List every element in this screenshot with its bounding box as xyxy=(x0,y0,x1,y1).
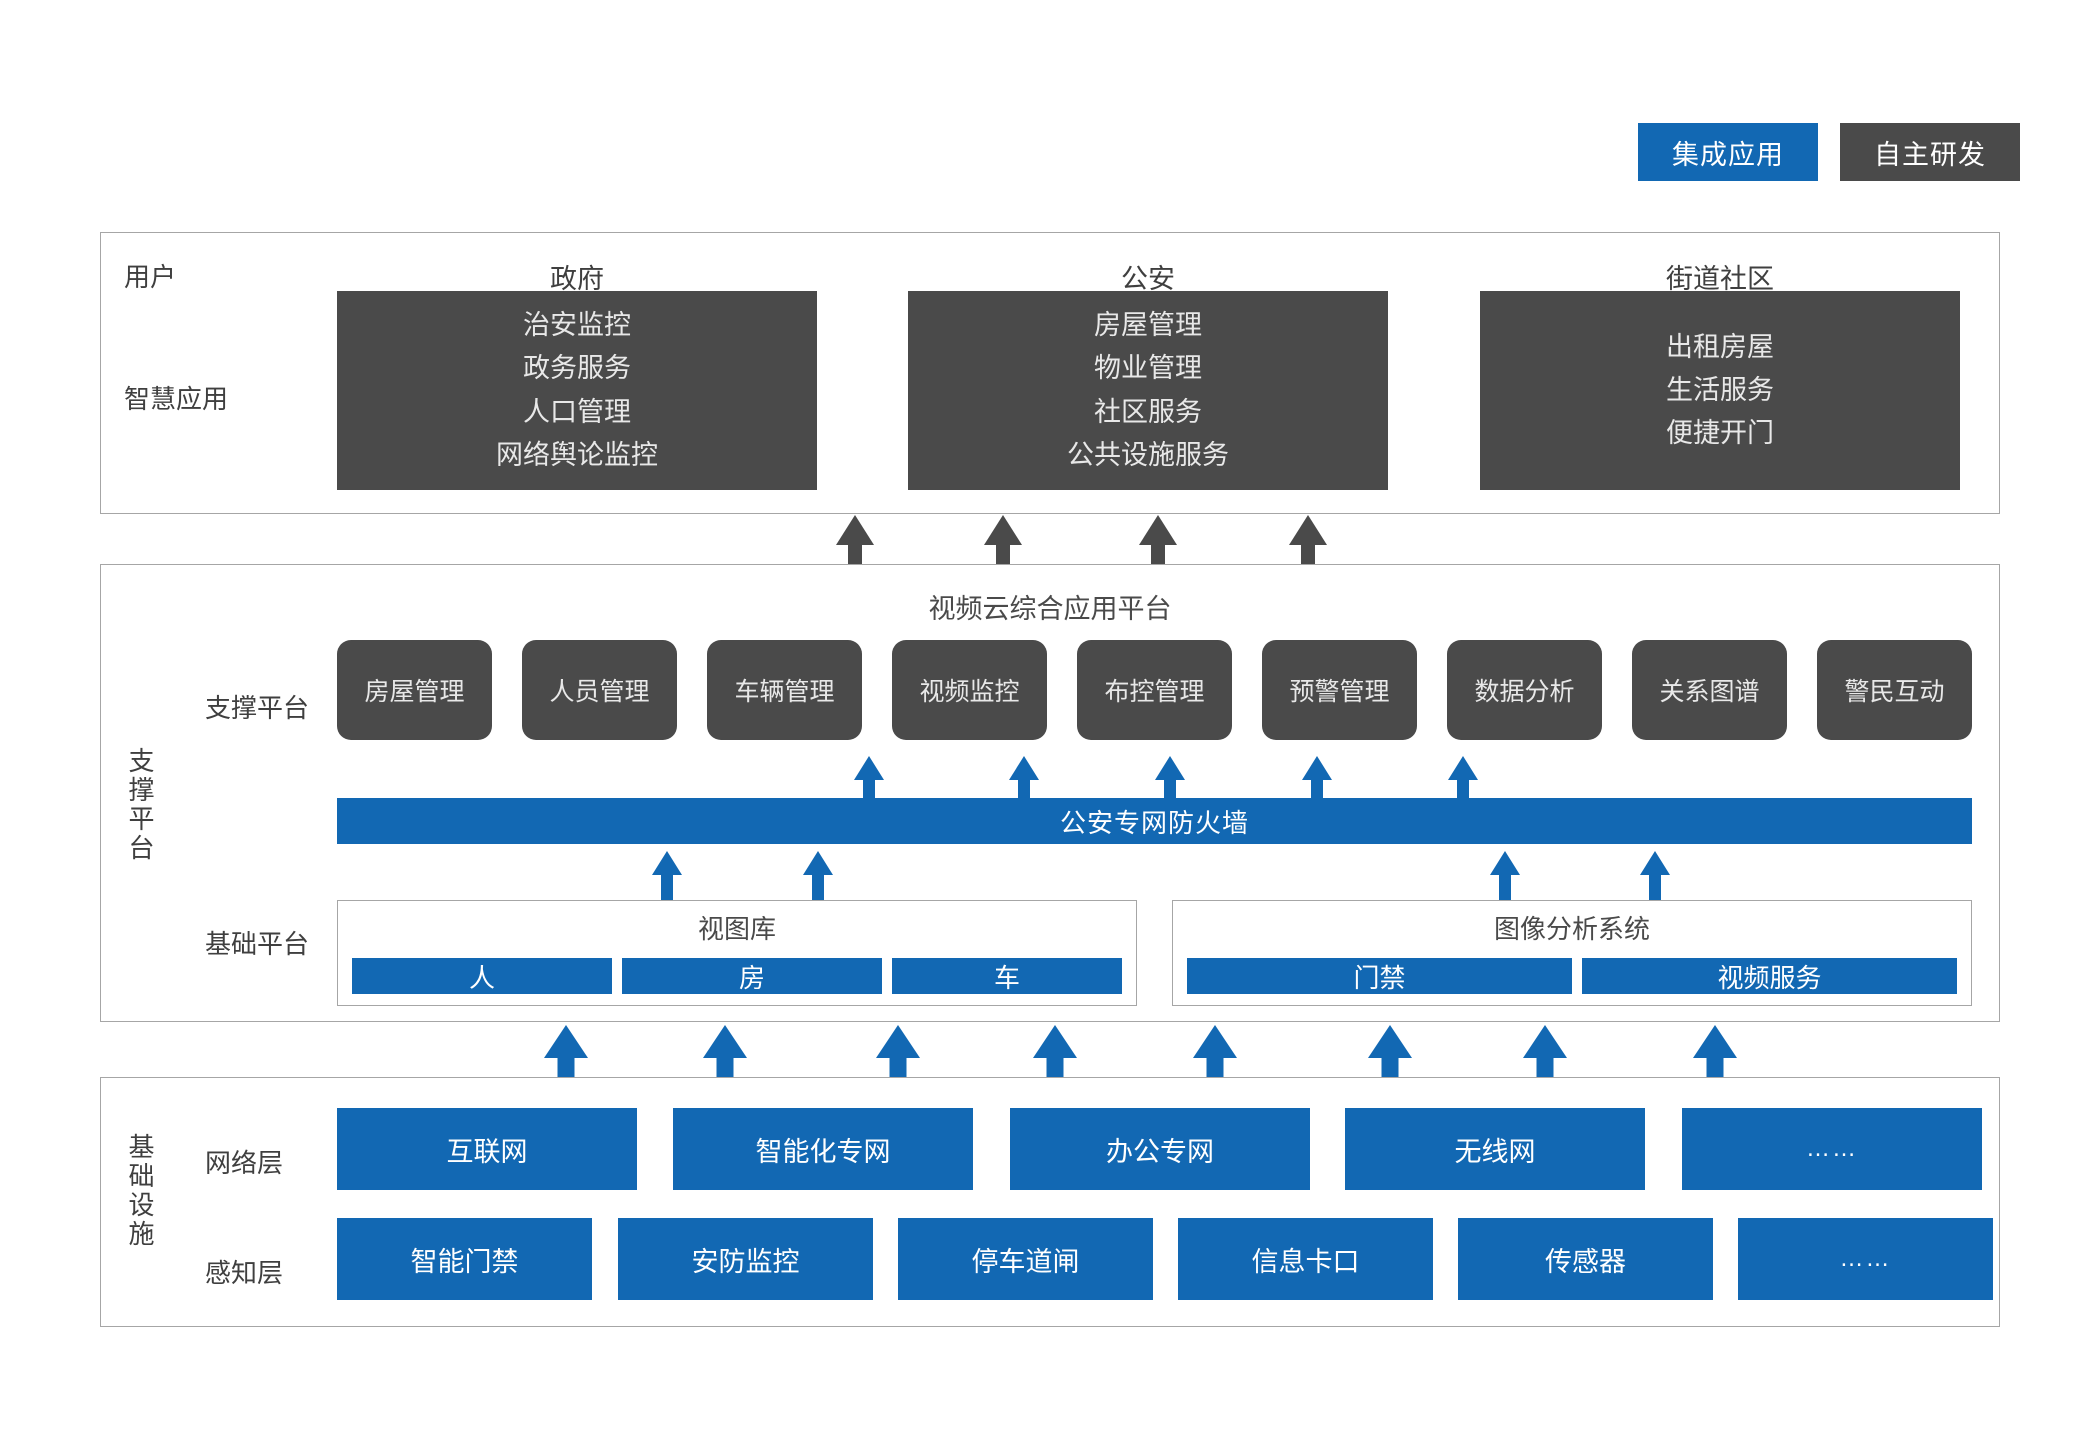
legend-chip-self-developed: 自主研发 xyxy=(1840,123,2020,181)
module-personnel-management[interactable]: 人员管理 xyxy=(522,640,677,740)
app-item: 房屋管理 xyxy=(1094,310,1202,340)
network-tile-intelligent-private-network[interactable]: 智能化专网 xyxy=(673,1108,973,1190)
row-label-base-platform: 基础平台 xyxy=(205,929,310,959)
legend: 集成应用 自主研发 xyxy=(1638,123,2020,181)
network-tile-more[interactable]: …… xyxy=(1682,1108,1982,1190)
row-label-support-platform: 支撑平台 xyxy=(205,693,310,723)
network-tile-wireless-network[interactable]: 无线网 xyxy=(1345,1108,1645,1190)
app-item: 便捷开门 xyxy=(1666,418,1774,449)
module-house-management[interactable]: 房屋管理 xyxy=(337,640,492,740)
module-vehicle-management[interactable]: 车辆管理 xyxy=(707,640,862,740)
base-item-access-control[interactable]: 门禁 xyxy=(1187,958,1572,994)
base-item-video-service[interactable]: 视频服务 xyxy=(1582,958,1957,994)
app-group-title-government: 政府 xyxy=(550,264,604,294)
sensing-tile-information-checkpoint[interactable]: 信息卡口 xyxy=(1178,1218,1433,1300)
app-group-title-public-security: 公安 xyxy=(1121,264,1175,294)
network-tile-internet[interactable]: 互联网 xyxy=(337,1108,637,1190)
sensing-tile-parking-barrier[interactable]: 停车道闸 xyxy=(898,1218,1153,1300)
row-label-user: 用户 xyxy=(124,262,177,292)
base-group-title: 视图库 xyxy=(697,914,776,944)
module-video-surveillance[interactable]: 视频监控 xyxy=(892,640,1047,740)
module-relationship-graph[interactable]: 关系图谱 xyxy=(1632,640,1787,740)
module-deployment-control[interactable]: 布控管理 xyxy=(1077,640,1232,740)
module-early-warning[interactable]: 预警管理 xyxy=(1262,640,1417,740)
app-item: 网络舆论监控 xyxy=(496,439,658,470)
sensing-tile-sensor[interactable]: 传感器 xyxy=(1458,1218,1713,1300)
app-item: 生活服务 xyxy=(1666,374,1774,405)
legend-chip-integrated-application: 集成应用 xyxy=(1638,123,1818,181)
sensing-tile-smart-access-control[interactable]: 智能门禁 xyxy=(337,1218,592,1300)
base-item-vehicle[interactable]: 车 xyxy=(892,958,1122,994)
side-label-support-platform: 支撑平台 xyxy=(125,747,155,863)
app-item: 出租房屋 xyxy=(1666,331,1774,362)
firewall-bar: 公安专网防火墙 xyxy=(337,798,1972,844)
sensing-tile-more[interactable]: …… xyxy=(1738,1218,1993,1300)
network-tile-office-private-network[interactable]: 办公专网 xyxy=(1010,1108,1310,1190)
legend-label: 自主研发 xyxy=(1874,139,1986,170)
app-item: 治安监控 xyxy=(523,310,631,340)
module-data-analysis[interactable]: 数据分析 xyxy=(1447,640,1602,740)
base-group-title: 图像分析系统 xyxy=(1493,914,1650,944)
row-label-smart-application: 智慧应用 xyxy=(124,384,229,414)
base-item-house[interactable]: 房 xyxy=(622,958,882,994)
app-box-public-security: 房屋管理 物业管理 社区服务 公共设施服务 xyxy=(908,291,1388,490)
legend-label: 集成应用 xyxy=(1672,139,1784,170)
app-item: 物业管理 xyxy=(1094,353,1202,384)
app-item: 公共设施服务 xyxy=(1067,439,1229,470)
row-label-network-layer: 网络层 xyxy=(205,1148,284,1178)
app-item: 社区服务 xyxy=(1094,396,1202,427)
sensing-tile-security-surveillance[interactable]: 安防监控 xyxy=(618,1218,873,1300)
app-group-title-street-community: 街道社区 xyxy=(1666,264,1774,294)
app-box-government: 治安监控 政务服务 人口管理 网络舆论监控 xyxy=(337,291,817,490)
module-police-public-interaction[interactable]: 警民互动 xyxy=(1817,640,1972,740)
side-label-infrastructure: 基础设施 xyxy=(125,1133,155,1249)
app-item: 政务服务 xyxy=(523,353,631,384)
base-item-person[interactable]: 人 xyxy=(352,958,612,994)
app-item: 人口管理 xyxy=(523,396,631,427)
support-platform-title: 视频云综合应用平台 xyxy=(928,594,1172,624)
app-box-street-community: 出租房屋 生活服务 便捷开门 xyxy=(1480,291,1960,490)
row-label-sensing-layer: 感知层 xyxy=(205,1258,284,1288)
